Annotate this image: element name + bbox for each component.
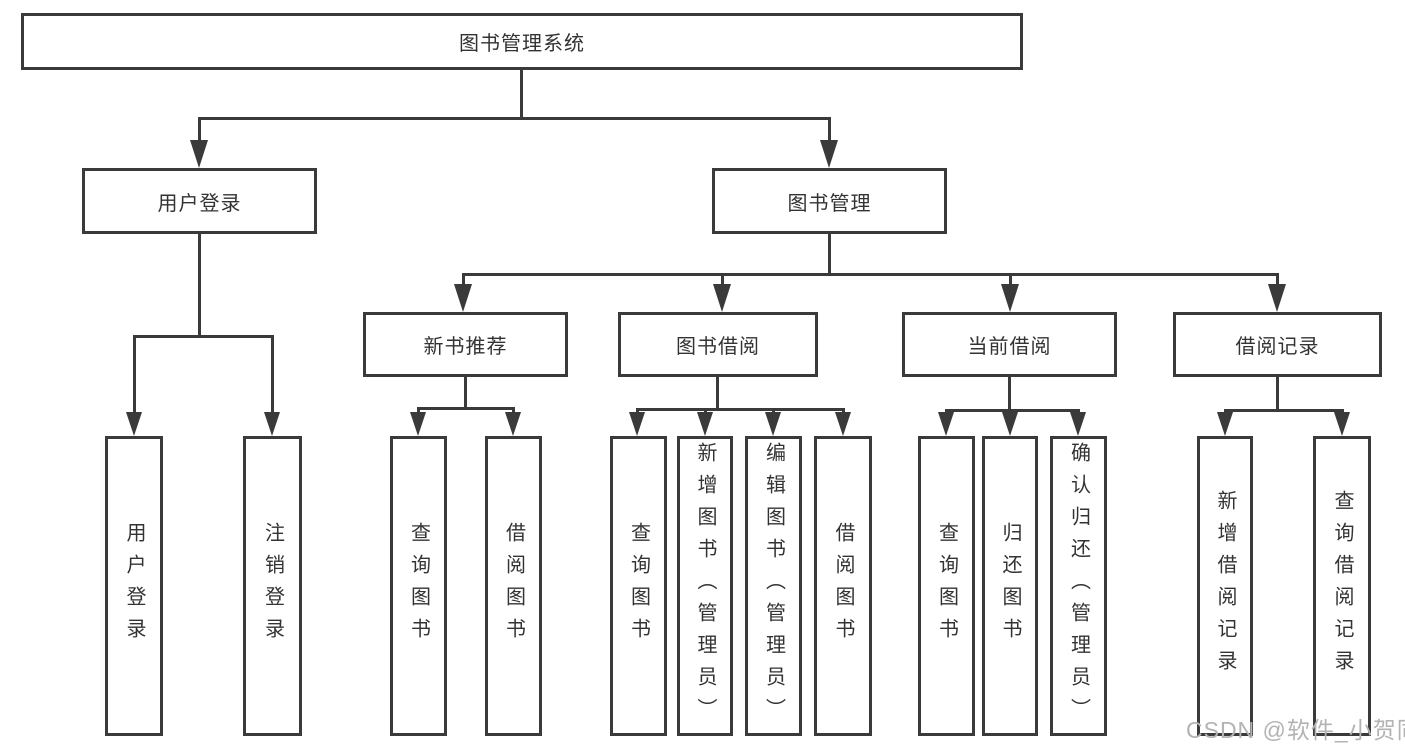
connector-line <box>417 407 420 416</box>
leaf-label: 查询借阅记录 <box>1331 490 1353 682</box>
node-label: 新书推荐 <box>423 336 508 358</box>
arrowhead-icon <box>697 412 713 436</box>
leaf-label: 借阅图书 <box>502 522 525 650</box>
leaf-query-books-current: 查询图书 <box>918 436 975 736</box>
leaf-label: 新增借阅记录 <box>1214 490 1236 682</box>
leaf-user-login: 用户登录 <box>105 436 163 736</box>
leaf-label: 确认归还（管理员） <box>1067 442 1090 730</box>
connector-line <box>462 273 465 288</box>
leaf-confirm-return-admin: 确认归还（管理员） <box>1050 436 1107 736</box>
leaf-query-borrow-record: 查询借阅记录 <box>1313 436 1371 736</box>
arrowhead-icon <box>820 140 838 168</box>
leaf-borrow-books-recommend: 借阅图书 <box>485 436 542 736</box>
arrowhead-icon <box>410 412 426 436</box>
arrowhead-icon <box>1217 412 1233 436</box>
node-label: 图书管理 <box>787 192 872 215</box>
leaf-label: 查询图书 <box>935 522 958 650</box>
connector-line <box>716 377 719 410</box>
arrowhead-icon <box>505 412 521 436</box>
leaf-label: 查询图书 <box>627 522 650 650</box>
arrowhead-icon <box>454 284 472 312</box>
leaf-label: 查询图书 <box>407 522 430 650</box>
leaf-label: 新增图书（管理员） <box>694 442 716 730</box>
arrowhead-icon <box>264 412 280 436</box>
connector-line <box>462 273 1279 276</box>
arrowhead-icon <box>629 412 645 436</box>
leaf-label: 编辑图书（管理员） <box>762 442 785 730</box>
node-label: 图书管理系统 <box>459 33 585 55</box>
connector-line <box>198 234 201 337</box>
connector-line <box>1224 409 1344 412</box>
connector-line <box>271 335 274 415</box>
connector-line <box>1276 273 1279 288</box>
arrowhead-icon <box>1001 284 1019 312</box>
connector-line <box>198 117 831 120</box>
connector-line <box>1009 273 1012 288</box>
connector-line <box>133 335 136 415</box>
arrowhead-icon <box>1070 412 1086 436</box>
arrowhead-icon <box>1268 284 1286 312</box>
arrowhead-icon <box>713 284 731 312</box>
leaf-label: 注销登录 <box>261 522 284 650</box>
connector-line <box>945 409 1080 412</box>
connector-line <box>828 234 831 275</box>
node-label: 用户登录 <box>157 192 242 215</box>
leaf-label: 用户登录 <box>123 522 145 650</box>
node-borrowing-records: 借阅记录 <box>1173 312 1382 377</box>
connector-line <box>198 117 201 145</box>
connector-line <box>1276 377 1279 411</box>
arrowhead-icon <box>1334 412 1350 436</box>
leaf-add-books-admin: 新增图书（管理员） <box>677 436 733 736</box>
csdn-watermark: CSDN @软件_小贺同学 <box>1186 717 1405 743</box>
arrowhead-icon <box>938 412 954 436</box>
connector-line <box>133 335 274 338</box>
node-label: 借阅记录 <box>1235 336 1320 358</box>
node-book-borrowing: 图书借阅 <box>618 312 818 377</box>
node-user-login: 用户登录 <box>82 168 317 234</box>
arrowhead-icon <box>765 412 781 436</box>
connector-line <box>1008 377 1011 411</box>
leaf-logout: 注销登录 <box>243 436 302 736</box>
connector-line <box>828 117 831 145</box>
node-library-management-system: 图书管理系统 <box>21 13 1023 70</box>
node-book-management: 图书管理 <box>712 168 947 234</box>
connector-line <box>512 407 515 416</box>
arrowhead-icon <box>1002 412 1018 436</box>
leaf-edit-books-admin: 编辑图书（管理员） <box>745 436 802 736</box>
connector-line <box>721 273 724 288</box>
node-label: 图书借阅 <box>676 336 760 358</box>
connector-line <box>636 408 845 411</box>
arrowhead-icon <box>190 140 208 168</box>
node-new-book-recommendation: 新书推荐 <box>363 312 568 377</box>
connector-line <box>417 407 515 410</box>
node-current-borrowing: 当前借阅 <box>902 312 1117 377</box>
arrowhead-icon <box>126 412 142 436</box>
node-label: 当前借阅 <box>967 336 1052 358</box>
connector-line <box>464 377 467 409</box>
leaf-label: 归还图书 <box>999 522 1021 650</box>
leaf-label: 借阅图书 <box>832 522 854 650</box>
leaf-query-books-recommend: 查询图书 <box>390 436 447 736</box>
leaf-query-books-borrowing: 查询图书 <box>610 436 667 736</box>
arrowhead-icon <box>835 412 851 436</box>
leaf-add-borrow-record: 新增借阅记录 <box>1197 436 1253 736</box>
connector-line <box>520 69 523 119</box>
leaf-return-books: 归还图书 <box>982 436 1038 736</box>
leaf-borrow-books-borrowing: 借阅图书 <box>814 436 872 736</box>
